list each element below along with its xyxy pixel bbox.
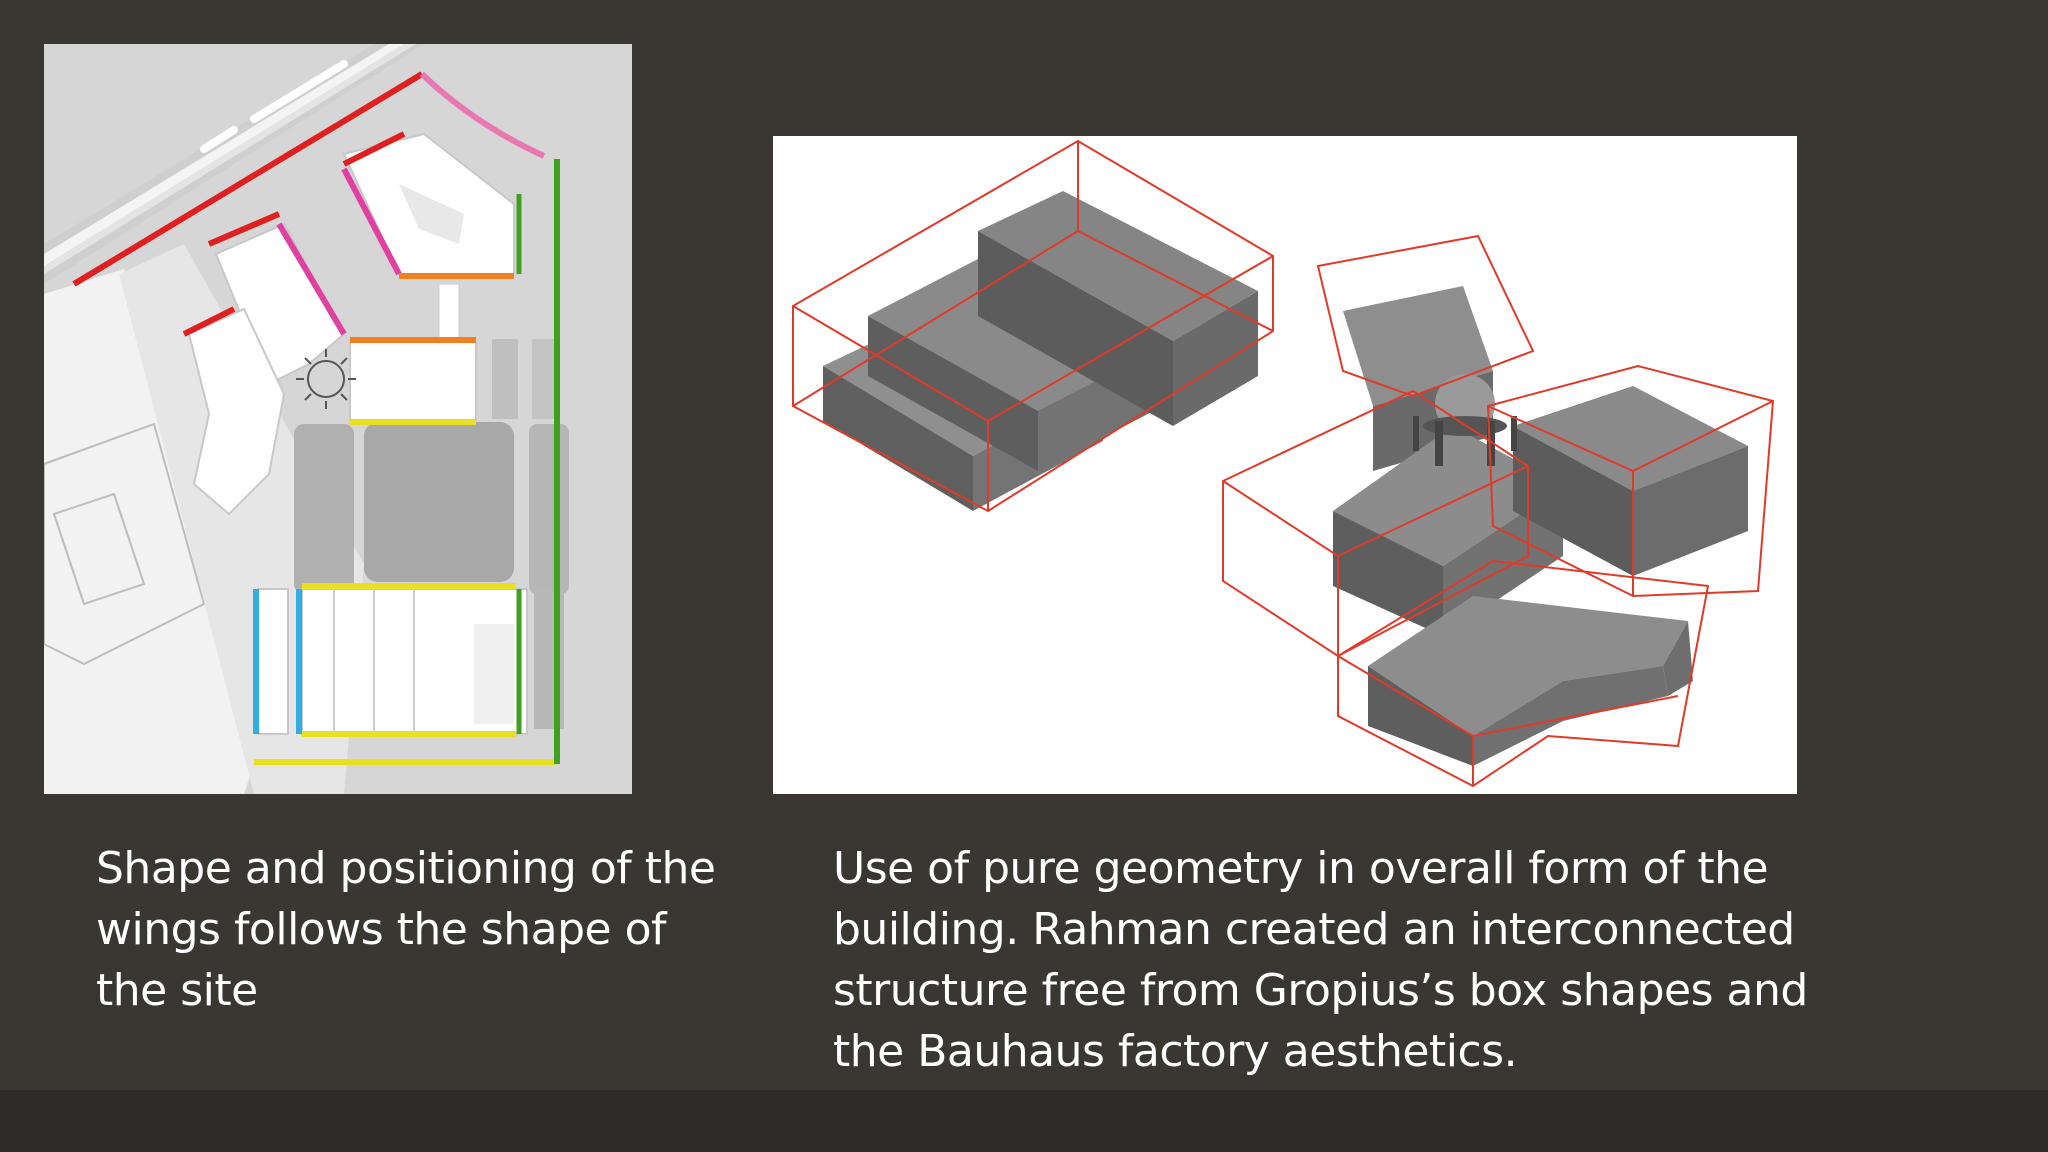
left-caption: Shape and positioning of the wings follo…	[96, 843, 716, 1016]
site-plan-image	[44, 44, 632, 794]
footer-band	[0, 1090, 2048, 1152]
right-caption: Use of pure geometry in overall form of …	[833, 843, 1808, 1077]
isometric-massing-image	[773, 136, 1797, 794]
isometric-massing-icon	[773, 136, 1797, 794]
slide: Shape and positioning of the wings follo…	[44, 44, 1809, 1077]
site-plan-icon	[44, 44, 632, 794]
